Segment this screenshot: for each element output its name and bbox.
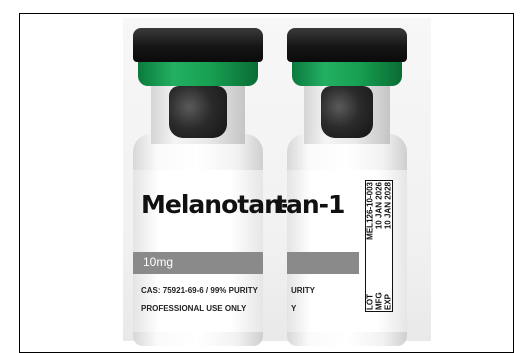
dose-band — [287, 252, 359, 274]
lot-box: LOT MEL126-10-003 MFG 10 JAN 2026 EXP 10… — [365, 180, 393, 312]
purity-fragment: URITY — [291, 286, 315, 295]
lot-box-text: LOT MEL126-10-003 MFG 10 JAN 2026 EXP 10… — [366, 182, 393, 310]
product-name: tan-1 — [275, 190, 345, 219]
vial-label: Melanotan- 10mg CAS: 75921-69-6 / 99% PU… — [133, 170, 291, 332]
rubber-stopper — [169, 86, 227, 138]
green-crimp-cap — [291, 58, 403, 86]
vial-label: tan-1 URITY Y LOT MEL126-10-003 MFG 10 J… — [275, 170, 407, 332]
mfg-label: MFG — [374, 292, 384, 310]
vial-right: tan-1 URITY Y LOT MEL126-10-003 MFG 10 J… — [275, 28, 407, 348]
black-flip-cap — [133, 28, 263, 62]
dose-text: 10mg — [143, 255, 174, 269]
green-crimp-cap — [138, 58, 258, 86]
rubber-stopper — [320, 86, 374, 138]
image-frame: Melanotan- 10mg CAS: 75921-69-6 / 99% PU… — [19, 13, 514, 353]
cas-purity-text: CAS: 75921-69-6 / 99% PURITY — [141, 286, 258, 295]
black-flip-cap — [287, 28, 407, 62]
use-notice-text: PROFESSIONAL USE ONLY — [141, 304, 247, 313]
mfg-value: 10 JAN 2026 — [374, 182, 384, 230]
lot-label: LOT — [365, 294, 375, 310]
use-fragment: Y — [291, 304, 297, 313]
exp-value: 10 JAN 2028 — [383, 182, 393, 230]
dose-band: 10mg — [133, 252, 263, 274]
vial-left: Melanotan- 10mg CAS: 75921-69-6 / 99% PU… — [133, 28, 291, 348]
vial-photo: Melanotan- 10mg CAS: 75921-69-6 / 99% PU… — [123, 18, 431, 346]
exp-label: EXP — [383, 293, 393, 310]
lot-value: MEL126-10-003 — [365, 182, 375, 240]
product-name: Melanotan- — [141, 190, 291, 219]
